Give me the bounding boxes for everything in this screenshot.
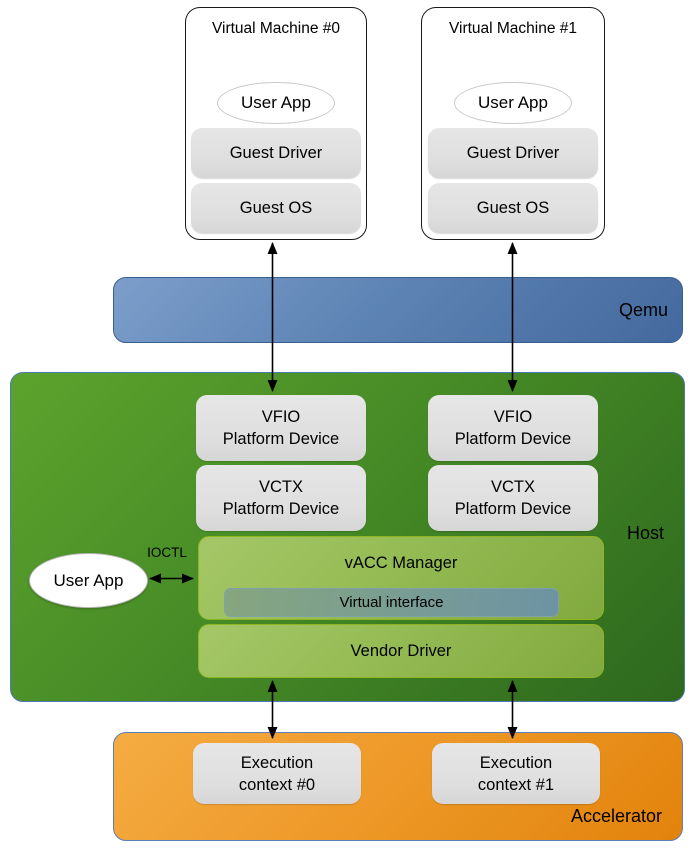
vm0-guest-os-label: Guest OS: [239, 199, 313, 217]
vfio-platform-device-0-label: VFIO Platform Device: [222, 408, 340, 448]
vm1-guest-os-box: Guest OS: [428, 183, 598, 233]
vctx-platform-device-1-box: VCTX Platform Device: [428, 465, 598, 531]
vm0-title: Virtual Machine #0: [211, 20, 341, 37]
execution-context-0-label: Execution context #0: [238, 753, 316, 794]
execution-context-0-box: Execution context #0: [193, 743, 361, 804]
vm1-title: Virtual Machine #1: [448, 20, 578, 37]
qemu-label: Qemu: [618, 299, 668, 320]
host-user-app-label: User App: [53, 570, 124, 590]
execution-context-1-box: Execution context #1: [432, 743, 600, 804]
host-label: Host: [626, 523, 664, 543]
accelerator-layer-box: Execution context #0 Execution context #…: [113, 732, 683, 841]
vm1-guest-os-label: Guest OS: [476, 199, 550, 217]
vacc-manager-box: vACC Manager Virtual interface: [198, 536, 604, 620]
vctx-platform-device-0-box: VCTX Platform Device: [196, 465, 366, 531]
vfio-platform-device-0-box: VFIO Platform Device: [196, 395, 366, 461]
qemu-layer-box: Qemu: [113, 277, 683, 343]
execution-context-1-label: Execution context #1: [477, 753, 555, 794]
vm0-user-app-ellipse: User App: [217, 82, 335, 124]
vm1-guest-driver-box: Guest Driver: [428, 128, 598, 178]
vm0-box: Virtual Machine #0 User App Guest Driver…: [185, 7, 367, 240]
vfio-platform-device-1-label: VFIO Platform Device: [454, 408, 572, 448]
vendor-driver-box: Vendor Driver: [198, 624, 604, 678]
vm1-user-app-label: User App: [478, 93, 548, 112]
ioctl-label: IOCTL: [147, 545, 187, 560]
vacc-manager-label: vACC Manager: [344, 553, 458, 572]
vm1-box: Virtual Machine #1 User App Guest Driver…: [421, 7, 605, 240]
vfio-platform-device-1-box: VFIO Platform Device: [428, 395, 598, 461]
vm0-guest-driver-label: Guest Driver: [229, 144, 323, 162]
vm1-user-app-ellipse: User App: [454, 82, 572, 124]
virtual-interface-box: Virtual interface: [224, 588, 559, 617]
vm1-guest-driver-label: Guest Driver: [466, 144, 560, 162]
vctx-platform-device-0-label: VCTX Platform Device: [222, 478, 340, 518]
virtual-interface-label: Virtual interface: [339, 594, 444, 611]
accelerator-label: Accelerator: [570, 806, 662, 826]
host-user-app-ellipse: User App: [29, 553, 148, 608]
host-layer-box: Host VFIO Platform Device VFIO Platform …: [10, 372, 685, 702]
vm0-guest-driver-box: Guest Driver: [191, 128, 361, 178]
vendor-driver-label: Vendor Driver: [350, 641, 452, 660]
vm0-guest-os-box: Guest OS: [191, 183, 361, 233]
vm0-user-app-label: User App: [241, 93, 311, 112]
vctx-platform-device-1-label: VCTX Platform Device: [454, 478, 572, 518]
